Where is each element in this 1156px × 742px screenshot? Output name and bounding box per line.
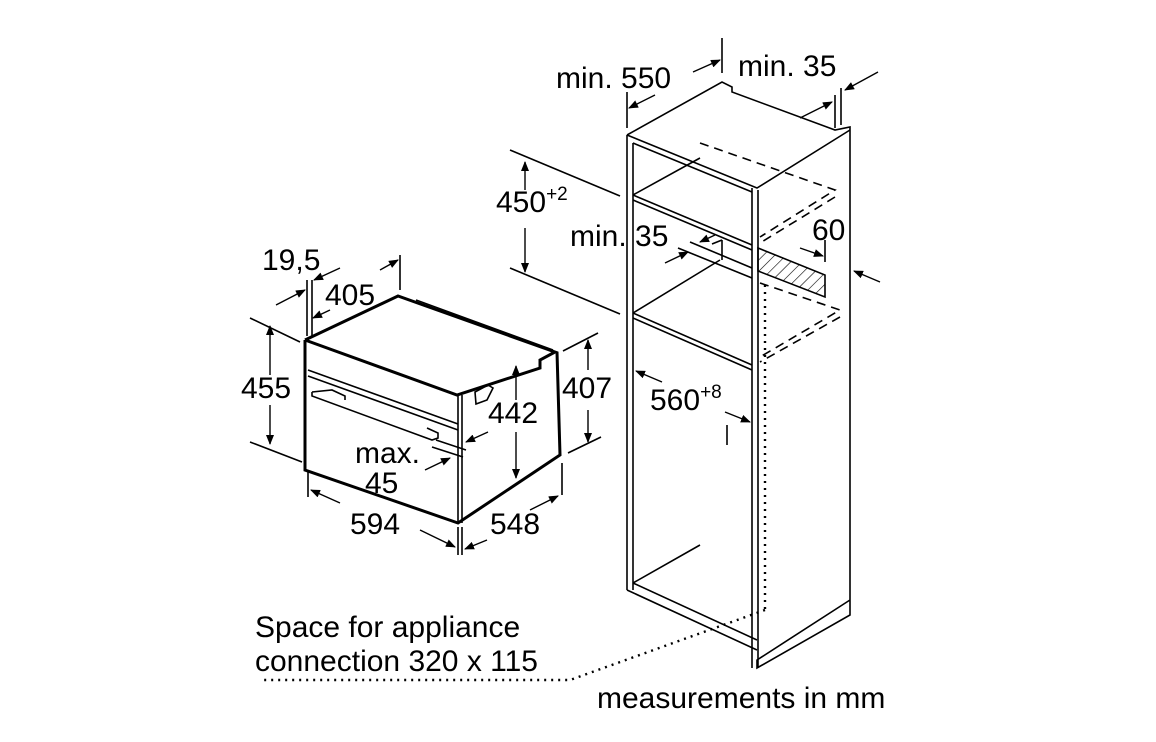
- label-vent: 60: [812, 214, 845, 247]
- label-oven-top-depth: 405: [325, 279, 375, 312]
- label-niche-width: 560+8: [650, 382, 722, 417]
- label-oven-depth: 548: [490, 508, 540, 541]
- label-handle-max: max.: [355, 437, 420, 470]
- label-cabinet-depth: min. 550: [556, 62, 671, 95]
- connection-note-line1: Space for appliance: [255, 611, 520, 644]
- vent-opening: [757, 246, 826, 299]
- oven-dimensions: [249, 255, 602, 555]
- oven-drawing: [303, 294, 562, 525]
- label-niche-height: 450+2: [496, 184, 568, 219]
- label-shelf-gap: min. 35: [570, 220, 668, 253]
- units-note: measurements in mm: [597, 682, 885, 715]
- cabinet-drawing: [260, 81, 851, 682]
- label-oven-height: 455: [241, 372, 291, 405]
- niche-height-value: 450: [496, 186, 546, 219]
- oven-side-grip: [474, 384, 495, 406]
- label-oven-width: 594: [350, 508, 400, 541]
- label-oven-body-height: 407: [562, 372, 612, 405]
- cabinet-dimensions: [509, 38, 881, 445]
- niche-width-tolerance: +8: [700, 382, 722, 403]
- oven-handle: [311, 389, 439, 441]
- label-oven-front-depth: 19,5: [262, 244, 320, 277]
- niche-height-tolerance: +2: [546, 184, 568, 205]
- connection-note-line2: connection 320 x 115: [255, 645, 538, 678]
- niche-width-value: 560: [650, 384, 700, 417]
- label-handle-value: 45: [365, 467, 398, 500]
- label-rear-gap: min. 35: [738, 50, 836, 83]
- label-oven-inner-height: 442: [488, 397, 538, 430]
